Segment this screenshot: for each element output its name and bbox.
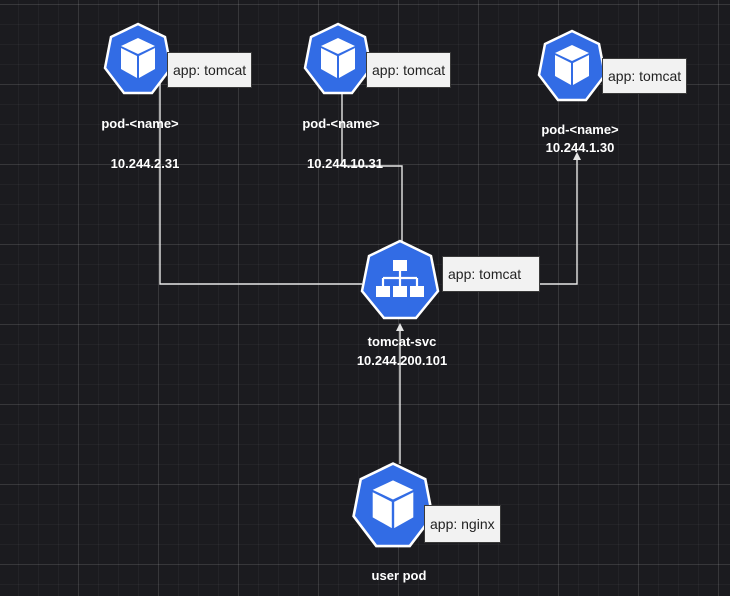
pod-label-tag: app: tomcat: [366, 52, 452, 88]
pod-ip-label: 10.244.1.30: [545, 140, 615, 155]
pod-ip-label: 10.244.2.31: [110, 156, 180, 171]
edge-svc-to-pod1: [156, 68, 362, 285]
edge-svc-to-pod2: [338, 66, 403, 242]
service-network-icon[interactable]: [358, 238, 442, 322]
pod-name-label: pod-<name>: [541, 122, 619, 137]
pod-name-label: pod-<name>: [101, 116, 179, 131]
pod-label-tag: app: tomcat: [602, 58, 688, 94]
pod-cube-icon[interactable]: [102, 22, 174, 102]
service-ip-label: 10.244.200.101: [356, 353, 448, 368]
pod-ip-label: 10.244.10.31: [307, 156, 383, 171]
pod-name-label: pod-<name>: [302, 116, 380, 131]
pod-cube-icon[interactable]: [302, 22, 374, 102]
pod-cube-icon[interactable]: [350, 461, 436, 557]
user-pod-label-tag: app: nginx: [424, 505, 501, 543]
edge-svc-to-pod3: [540, 152, 581, 285]
pod-cube-icon[interactable]: [536, 29, 608, 109]
pod-label-tag: app: tomcat: [167, 52, 253, 88]
user-pod-name-label: user pod: [371, 568, 427, 583]
service-selector-tag: app: tomcat: [442, 256, 540, 292]
service-name-label: tomcat-svc: [367, 334, 437, 349]
